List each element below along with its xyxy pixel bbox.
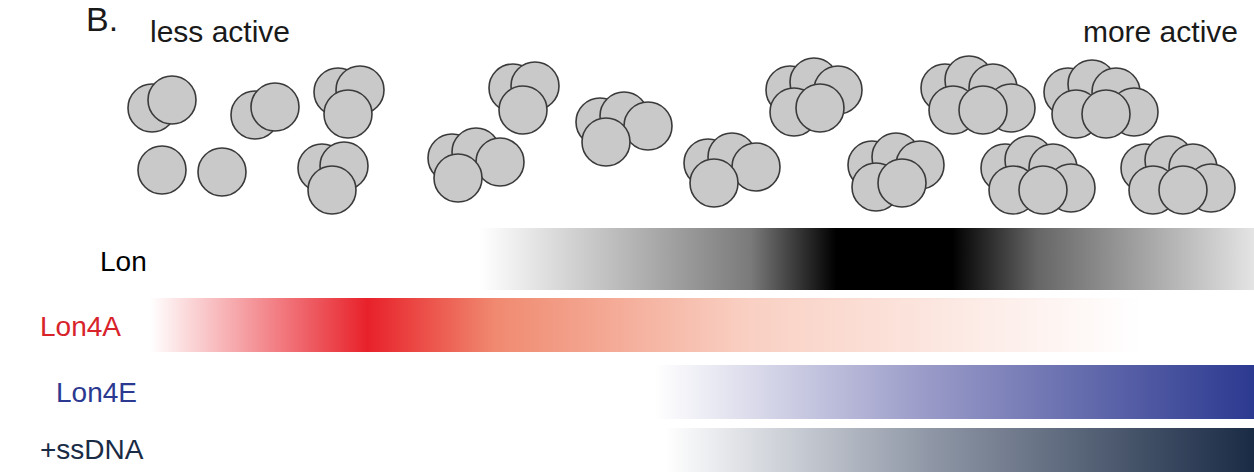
subunit-circle [732,143,780,191]
subunit-circle [476,138,524,186]
subunit-circle [499,86,547,134]
subunit-circle [308,166,356,214]
subunit-circle [1159,166,1207,214]
activity-bar [655,365,1254,419]
subunit-circle [690,159,738,207]
axis-label: more active [1083,17,1238,47]
activity-bar [665,428,1254,472]
subunit-circle [148,76,196,124]
subunit-circle [434,154,482,202]
subunit-circle [324,90,372,138]
activity-bar [480,228,1254,290]
subunit-circle [138,146,186,194]
series-label: Lon4E [56,379,137,407]
subunit-circle [878,159,926,207]
subunit-circle [1019,166,1067,214]
subunit-circle [1082,90,1130,138]
activity-bar [150,298,1140,352]
series-label: Lon [100,248,147,276]
series-label: +ssDNA [40,436,143,464]
subunit-circle [582,118,630,166]
subunit-circle [796,84,844,132]
subunit-circle [198,148,246,196]
panel-letter: B. [86,2,118,36]
axis-label: less active [150,17,290,47]
subunit-circle [624,102,672,150]
series-label: Lon4A [40,313,121,341]
subunit-circle [251,83,299,131]
subunit-circle [959,86,1007,134]
